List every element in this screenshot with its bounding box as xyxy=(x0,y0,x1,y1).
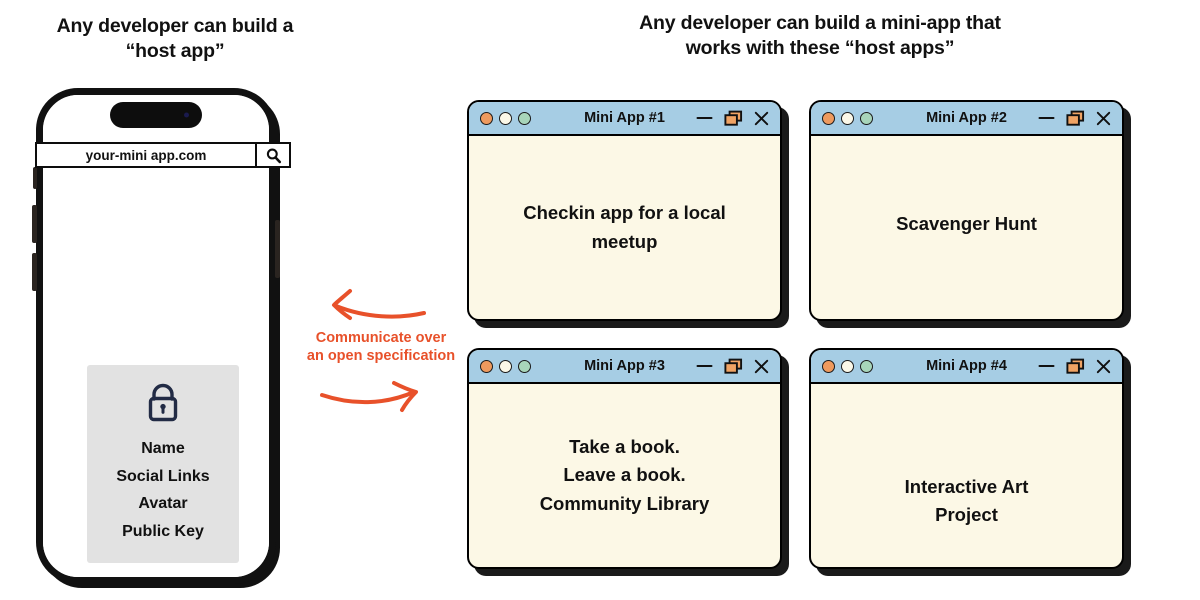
minimize-icon[interactable] xyxy=(696,360,713,372)
minimize-icon[interactable] xyxy=(1038,360,1055,372)
traffic-light-green-icon[interactable] xyxy=(860,111,873,125)
close-icon[interactable] xyxy=(1096,359,1111,374)
traffic-light-cream-icon[interactable] xyxy=(499,359,512,373)
window-controls xyxy=(696,110,769,127)
window-body: Checkin app for a local meetup xyxy=(469,136,780,319)
silent-switch-button[interactable] xyxy=(33,167,37,189)
lock-icon xyxy=(148,383,178,422)
traffic-light-orange-icon[interactable] xyxy=(480,111,493,125)
connector-label: Communicate over an open specification xyxy=(306,330,456,365)
mini-app-window[interactable]: Mini App #1 Checkin app for a xyxy=(467,100,789,328)
traffic-lights xyxy=(480,359,531,373)
window-controls xyxy=(1038,110,1111,127)
traffic-light-cream-icon[interactable] xyxy=(841,359,854,373)
power-button[interactable] xyxy=(275,220,280,278)
window-body-text: Take a book. Leave a book. Community Lib… xyxy=(539,436,710,514)
minimize-icon[interactable] xyxy=(696,112,713,124)
traffic-lights xyxy=(822,359,873,373)
close-icon[interactable] xyxy=(754,359,769,374)
window-controls xyxy=(1038,358,1111,375)
search-button[interactable] xyxy=(255,144,289,166)
traffic-light-orange-icon[interactable] xyxy=(822,359,835,373)
window-titlebar[interactable]: Mini App #3 xyxy=(469,350,780,384)
arrow-right-icon xyxy=(320,381,418,412)
traffic-light-orange-icon[interactable] xyxy=(480,359,493,373)
traffic-light-green-icon[interactable] xyxy=(860,359,873,373)
restore-window-icon[interactable] xyxy=(724,110,743,127)
restore-window-icon[interactable] xyxy=(1066,110,1085,127)
close-icon[interactable] xyxy=(754,111,769,126)
minimize-icon[interactable] xyxy=(1038,112,1055,124)
volume-down-button[interactable] xyxy=(32,253,37,291)
window-body-text: Checkin app for a local meetup xyxy=(523,202,726,252)
traffic-light-orange-icon[interactable] xyxy=(822,111,835,125)
phone-frame: your-mini app.com Name Social Links Avat… xyxy=(32,88,291,584)
restore-window-icon[interactable] xyxy=(1066,358,1085,375)
traffic-lights xyxy=(822,111,873,125)
volume-up-button[interactable] xyxy=(32,205,37,243)
mini-app-window[interactable]: Mini App #2 Scavenger Hunt xyxy=(809,100,1131,328)
window-frame: Mini App #1 Checkin app for a xyxy=(467,100,782,321)
window-titlebar[interactable]: Mini App #1 xyxy=(469,102,780,136)
traffic-light-cream-icon[interactable] xyxy=(841,111,854,125)
identity-card: Name Social Links Avatar Public Key xyxy=(87,365,239,563)
browser-address-bar[interactable]: your-mini app.com xyxy=(35,142,291,168)
identity-fields: Name Social Links Avatar Public Key xyxy=(116,440,210,540)
window-controls xyxy=(696,358,769,375)
traffic-light-green-icon[interactable] xyxy=(518,111,531,125)
traffic-light-cream-icon[interactable] xyxy=(499,111,512,125)
mini-app-window[interactable]: Mini App #3 Take a book. Leav xyxy=(467,348,789,576)
window-frame: Mini App #4 Interactive Art P xyxy=(809,348,1124,569)
page-title-right: Any developer can build a mini-app that … xyxy=(639,12,1001,59)
camera-sensor-icon xyxy=(184,112,189,118)
window-frame: Mini App #2 Scavenger Hunt xyxy=(809,100,1124,321)
dynamic-island xyxy=(110,102,202,128)
window-body: Interactive Art Project xyxy=(811,384,1122,567)
traffic-lights xyxy=(480,111,531,125)
window-titlebar[interactable]: Mini App #2 xyxy=(811,102,1122,136)
window-body-text: Scavenger Hunt xyxy=(896,213,1037,235)
restore-window-icon[interactable] xyxy=(724,358,743,375)
traffic-light-green-icon[interactable] xyxy=(518,359,531,373)
close-icon[interactable] xyxy=(1096,111,1111,126)
host-app-phone: your-mini app.com Name Social Links Avat… xyxy=(32,88,291,588)
search-input[interactable]: your-mini app.com xyxy=(85,147,207,163)
search-icon xyxy=(266,148,281,163)
window-body: Take a book. Leave a book. Community Lib… xyxy=(469,384,780,567)
mini-app-window[interactable]: Mini App #4 Interactive Art P xyxy=(809,348,1131,576)
page-title-left: Any developer can build a “host app” xyxy=(56,15,294,62)
window-titlebar[interactable]: Mini App #4 xyxy=(811,350,1122,384)
window-body: Scavenger Hunt xyxy=(811,136,1122,319)
window-frame: Mini App #3 Take a book. Leav xyxy=(467,348,782,569)
window-body-text: Interactive Art Project xyxy=(904,475,1029,525)
arrow-left-icon xyxy=(332,289,426,320)
